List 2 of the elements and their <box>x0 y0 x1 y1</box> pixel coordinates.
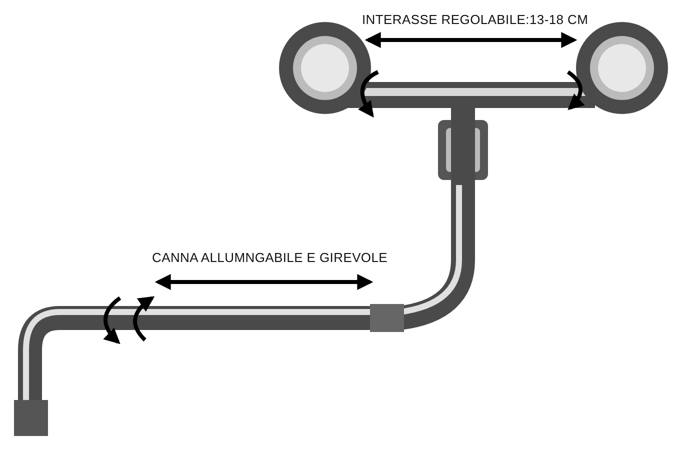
feature-label: CANNA ALLUMNGABILE E GIREVOLE <box>152 250 388 265</box>
dimension-label: INTERASSE REGOLABILE:13-18 CM <box>362 12 588 27</box>
